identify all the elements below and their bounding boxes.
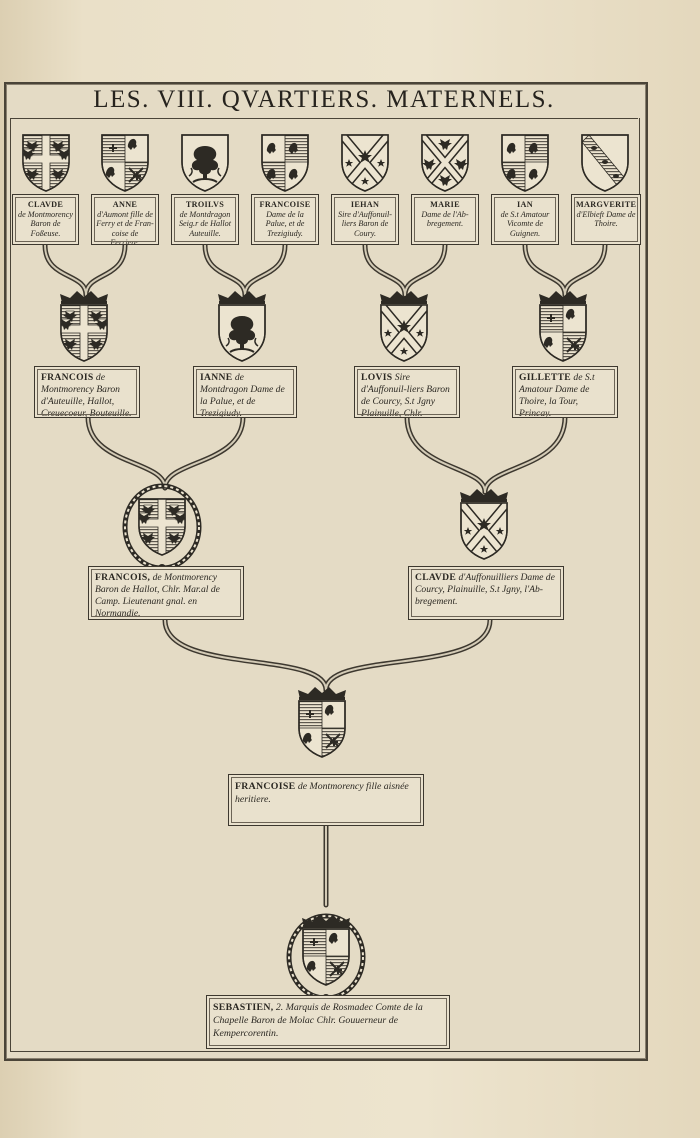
ancestor-description: d'Auffonuilliers Dame de Courcy, Plainui… xyxy=(415,572,555,607)
coat-of-arms-icon xyxy=(99,132,151,194)
ancestor-name: ANNE xyxy=(112,200,138,209)
link-g2-1 xyxy=(323,617,493,693)
ancestor-description: de S.t Amatour Dame de Thoire, la Tour, … xyxy=(519,372,595,418)
ancestor-description: de Montmorency fille aisnée heritiere. xyxy=(235,781,409,805)
link-g1-0 xyxy=(85,414,168,491)
coat-of-arms-icon xyxy=(419,132,471,194)
ancestor-name: FRANCOIS, xyxy=(95,572,151,583)
ancestor-name: FRANCOIS xyxy=(41,372,94,383)
descendant-box: SEBASTIEN, 2. Marquis de Rosmadec Comte … xyxy=(206,995,450,1049)
crowned-coat-of-arms-icon xyxy=(458,488,510,562)
ancestor-name: MARGVERITE xyxy=(576,200,637,209)
ancestor-description: de Montmorency Baron de Hallot, Chlr. Ma… xyxy=(95,572,220,619)
ancestor-name: FRANCOISE xyxy=(259,200,311,209)
inner-frame xyxy=(10,118,640,1052)
ancestor-description: Dame de l'Ab-bregement. xyxy=(421,209,469,229)
crowned-coat-of-arms-icon xyxy=(296,686,348,760)
ancestor-name: IAN xyxy=(517,200,533,209)
collared-coat-of-arms-icon xyxy=(122,482,202,572)
ancestor-description: Sire d'Auffonuil-liers Baron de Coury. xyxy=(338,209,392,238)
ancestor-name: MARIE xyxy=(430,200,460,209)
collared-coat-of-arms-icon xyxy=(286,900,366,1002)
ancestor-box-gen1-3: LOVIS Sire d'Auffonuil-liers Baron de Co… xyxy=(354,366,460,418)
coat-of-arms-icon xyxy=(20,132,72,194)
ancestor-box-gen1-2: IANNE de Montdragon Dame de la Palue, et… xyxy=(193,366,297,418)
title-rule xyxy=(10,118,638,119)
page-title: LES. VIII. QVARTIERS. MATERNELS. xyxy=(93,86,555,113)
ancestor-description: de Montdragon Seig.r de Hallot Auteuille… xyxy=(178,209,232,238)
link-g1-1 xyxy=(162,414,246,491)
ancestor-name: IEHAN xyxy=(350,200,380,209)
ancestor-name: IANNE xyxy=(200,372,233,383)
ancestor-name: FRANCOISE xyxy=(235,781,296,792)
ancestor-name: LOVIS xyxy=(361,372,393,383)
link-g1-3 xyxy=(482,414,568,495)
link-g0-1 xyxy=(83,242,128,298)
link-g2-0 xyxy=(162,617,329,693)
ancestor-name: GILLETTE xyxy=(519,372,571,383)
ancestor-name: TROILVS xyxy=(185,200,225,209)
link-g0-2 xyxy=(202,242,248,298)
crowned-coat-of-arms-icon xyxy=(58,290,110,364)
link-g0-5 xyxy=(402,242,448,298)
link-g0-4 xyxy=(362,242,408,298)
ancestor-box-gen1-1: FRANCOIS de Montmorency Baron d'Auteuill… xyxy=(34,366,140,418)
ancestor-description: d'Aumont fille de Ferry et de Fran-coise… xyxy=(96,209,154,245)
ancestor-name: CLAVDE xyxy=(415,572,457,583)
coat-of-arms-icon xyxy=(259,132,311,194)
coat-of-arms-icon xyxy=(499,132,551,194)
ancestor-description: Dame de la Palue, et de Trezigiudy. xyxy=(265,209,305,238)
link-g0-6 xyxy=(522,242,568,298)
ancestor-name: CLAVDE xyxy=(27,200,64,209)
ancestor-description: de Montdragon Dame de la Palue, et de Tr… xyxy=(200,372,285,418)
ancestor-description: d'Elbieft Dame de Thoire. xyxy=(576,209,636,229)
coat-of-arms-icon xyxy=(179,132,231,194)
link-g0-0 xyxy=(42,242,89,298)
link-g1-2 xyxy=(404,414,488,495)
ancestor-description: de S.t Amatour Vicomte de Guignen. xyxy=(500,209,550,238)
crowned-coat-of-arms-icon xyxy=(378,290,430,364)
heiress-box: FRANCOISE de Montmorency fille aisnée he… xyxy=(228,774,424,826)
link-g0-3 xyxy=(242,242,288,298)
ancestor-description: Sire d'Auffonuil-liers Baron de Courcy, … xyxy=(361,372,450,418)
coat-of-arms-icon xyxy=(579,132,631,194)
ancestor-box-gen1-4: GILLETTE de S.t Amatour Dame de Thoire, … xyxy=(512,366,618,418)
ancestor-description: 2. Marquis de Rosmadec Comte de la Chape… xyxy=(213,1002,423,1039)
ancestor-description: de Montmorency Baron d'Auteuille, Hallot… xyxy=(41,372,132,418)
ancestor-box-gen2-1: FRANCOIS, de Montmorency Baron de Hallot… xyxy=(88,566,244,620)
ancestor-box-gen2-2: CLAVDE d'Auffonuilliers Dame de Courcy, … xyxy=(408,566,564,620)
link-g0-7 xyxy=(562,242,608,298)
crowned-coat-of-arms-icon xyxy=(216,290,268,364)
crowned-coat-of-arms-icon xyxy=(537,290,589,364)
coat-of-arms-icon xyxy=(339,132,391,194)
ancestor-name: SEBASTIEN, xyxy=(213,1002,274,1013)
ancestor-description: de Montmorency Baron de Foßeuse. xyxy=(18,209,73,238)
